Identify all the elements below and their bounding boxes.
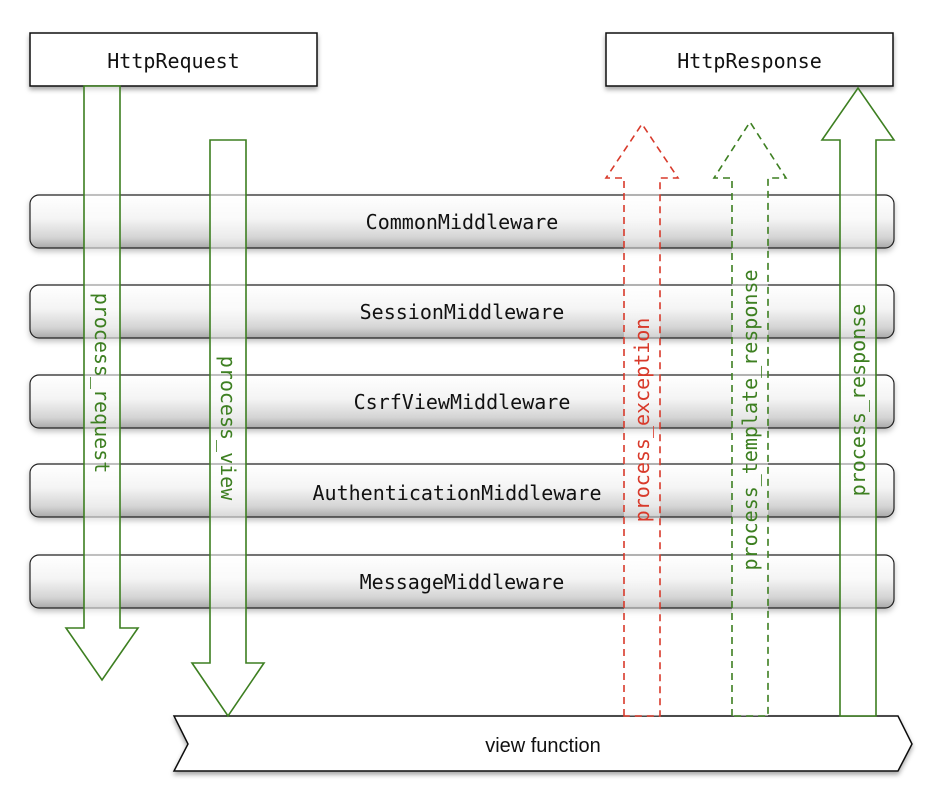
http-request-label: HttpRequest — [107, 49, 239, 73]
process-response-arrow: process_response — [820, 86, 896, 717]
middleware-label: CommonMiddleware — [366, 210, 559, 234]
http-response-box: HttpResponse — [605, 32, 894, 87]
process-request-arrow: process_request — [64, 85, 140, 682]
process-view-label: process_view — [216, 356, 240, 501]
view-function-label: view function — [485, 735, 601, 757]
middleware-label: SessionMiddleware — [360, 300, 565, 324]
process-request-label: process_request — [90, 293, 114, 474]
process-view-arrow: process_view — [190, 139, 266, 718]
process-exception-label: process_exception — [630, 318, 654, 523]
middleware-label: MessageMiddleware — [360, 570, 565, 594]
http-request-box: HttpRequest — [29, 32, 318, 87]
middleware-label: CsrfViewMiddleware — [354, 390, 571, 414]
process-template-response-arrow: process_template_response — [712, 120, 788, 717]
process-exception-arrow: process_exception — [604, 122, 680, 717]
view-function-banner: view function — [172, 715, 913, 772]
process-template-response-label: process_template_response — [738, 269, 762, 570]
process-response-label: process_response — [846, 304, 870, 497]
middleware-label: AuthenticationMiddleware — [313, 481, 602, 505]
http-response-label: HttpResponse — [677, 49, 822, 73]
